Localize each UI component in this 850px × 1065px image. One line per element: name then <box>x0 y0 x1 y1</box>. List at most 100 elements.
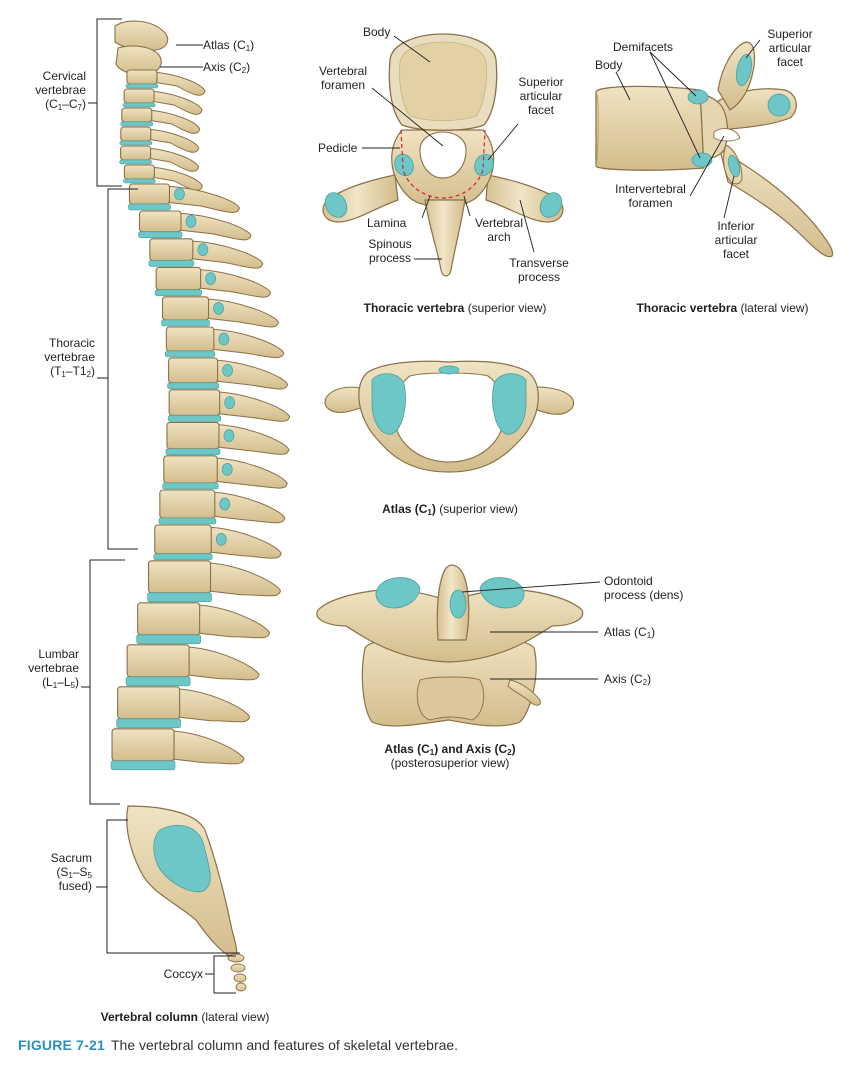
figure-caption: FIGURE 7-21 The vertebral column and feat… <box>18 1037 458 1053</box>
vertebra-body <box>147 560 212 594</box>
intervertebral-disc <box>119 140 153 146</box>
figure-number: FIGURE 7-21 <box>18 1037 105 1053</box>
intervertebral-disc <box>165 350 216 358</box>
aa-atlas-label: Atlas (C1) <box>604 625 656 640</box>
intervertebral-disc <box>128 203 171 211</box>
vertebra-process <box>149 166 203 191</box>
vertebra-body <box>168 389 221 416</box>
vertebra-body <box>121 107 153 123</box>
demifacets-leader-1 <box>649 51 697 97</box>
vertebra-body <box>138 210 182 233</box>
vertebra-body <box>111 728 175 762</box>
figure-caption-text: The vertebral column and features of ske… <box>111 1037 459 1053</box>
atlas-superior-drawing <box>324 360 574 473</box>
tl-superior-facet-label: Superior articular facet <box>767 27 813 69</box>
sacrum-label: Sacrum (S1–S5 fused) <box>50 851 92 893</box>
vertebra-body <box>163 455 218 484</box>
vertebra-process <box>149 90 203 115</box>
demifacets-leader-2 <box>649 51 701 159</box>
region-brackets <box>81 18 240 994</box>
rib-facet <box>222 364 233 377</box>
superior-facet-lateral-leader <box>745 39 761 59</box>
intervertebral-disc <box>162 482 219 490</box>
vertebra-body <box>137 602 201 636</box>
vertebra-process <box>206 562 282 597</box>
intervertebral-disc <box>120 121 154 127</box>
intervertebral-disc <box>122 102 156 108</box>
transverse-leader <box>519 199 535 253</box>
intervertebral-disc <box>123 178 156 184</box>
tl-inferior-facet-label: Inferior articular facet <box>714 219 758 261</box>
vertebra-body <box>120 126 152 142</box>
intervertebral-disc <box>119 159 152 165</box>
rib-facet <box>219 497 231 511</box>
coccyx-segment <box>230 963 246 973</box>
vertebral-column-drawing <box>110 20 291 992</box>
dens-label: Odontoid process (dens) <box>604 574 684 602</box>
tl-body-label: Body <box>595 58 623 72</box>
vertebra-body <box>159 489 216 519</box>
vertebra-process <box>146 147 200 172</box>
thoracic-vertebra-superior-drawing <box>322 33 564 277</box>
vertebra-process <box>212 457 288 489</box>
intervertebral-disc <box>165 448 221 456</box>
rib-facet <box>213 302 224 315</box>
rib-facet <box>174 187 185 201</box>
intervertebral-disc <box>136 634 201 645</box>
body-leader <box>393 35 431 63</box>
rib-facet <box>221 463 233 476</box>
lumbar-label: Lumbar vertebrae (L1–L5) <box>28 647 79 690</box>
vertebra-body <box>154 524 212 555</box>
atlas-label: Atlas (C1) <box>203 38 255 53</box>
leader-lines <box>362 35 761 680</box>
intervertebral-disc <box>161 319 210 327</box>
rib-facet <box>205 272 216 285</box>
vertebra-process <box>214 423 290 455</box>
vertebral-column-caption: Vertebral column (lateral view) <box>100 1010 270 1024</box>
body-lateral-leader <box>615 71 631 101</box>
vertebra-body <box>120 145 152 161</box>
vertebra-process <box>206 526 282 559</box>
intervertebral-disc <box>138 231 183 239</box>
axis-vertebra <box>115 45 162 76</box>
thoracic-label: Thoracic vertebrae (T1–T12) <box>44 336 95 379</box>
rib-facet <box>218 332 230 346</box>
intervertebral-disc <box>153 553 213 561</box>
vertebra-body <box>126 644 190 678</box>
vertebral-arch-leader <box>463 195 471 217</box>
vertebra-process <box>184 646 260 681</box>
ts-foramen-label: Vertebral foramen <box>318 64 368 92</box>
intervertebral-disc <box>148 260 195 267</box>
vertebra-process <box>147 109 201 134</box>
intervertebral-disc <box>116 718 181 729</box>
thoracic-vertebra-lateral-drawing <box>595 41 834 258</box>
intervertebral-disc <box>154 289 202 297</box>
ts-caption: Thoracic vertebra (superior view) <box>363 301 547 315</box>
intervertebral-disc <box>167 415 221 422</box>
coccyx-label: Coccyx <box>163 967 203 981</box>
vertebra-process <box>146 128 200 153</box>
coccyx-segment <box>235 982 247 992</box>
vertebra-body <box>168 357 219 384</box>
vertebra-process <box>152 71 206 96</box>
vertebra-body <box>155 266 202 291</box>
vertebra-process <box>175 688 251 723</box>
rib-facet <box>224 396 236 409</box>
intervertebral-disc <box>110 760 176 771</box>
vertebra-body <box>128 183 171 205</box>
vertebra-body <box>123 164 155 180</box>
lumbar-bracket <box>89 559 125 805</box>
tl-intervertebral-label: Intervertebral foramen <box>615 182 686 210</box>
vertebra-body <box>149 238 194 261</box>
vertebra-body <box>165 326 215 352</box>
inferior-facet-leader <box>723 175 735 219</box>
aa-axis-label: Axis (C2) <box>604 672 652 687</box>
vertebra-body <box>117 686 181 720</box>
dens-leader <box>461 581 601 593</box>
intervertebral-disc <box>125 676 191 687</box>
ts-arch-label: Vertebral arch <box>474 216 524 244</box>
atlas-axis-caption: Atlas (C1) and Axis (C2) (posterosuperio… <box>384 742 516 770</box>
vertebra-process <box>169 730 245 765</box>
vertebral-foramen-leader <box>371 87 444 147</box>
